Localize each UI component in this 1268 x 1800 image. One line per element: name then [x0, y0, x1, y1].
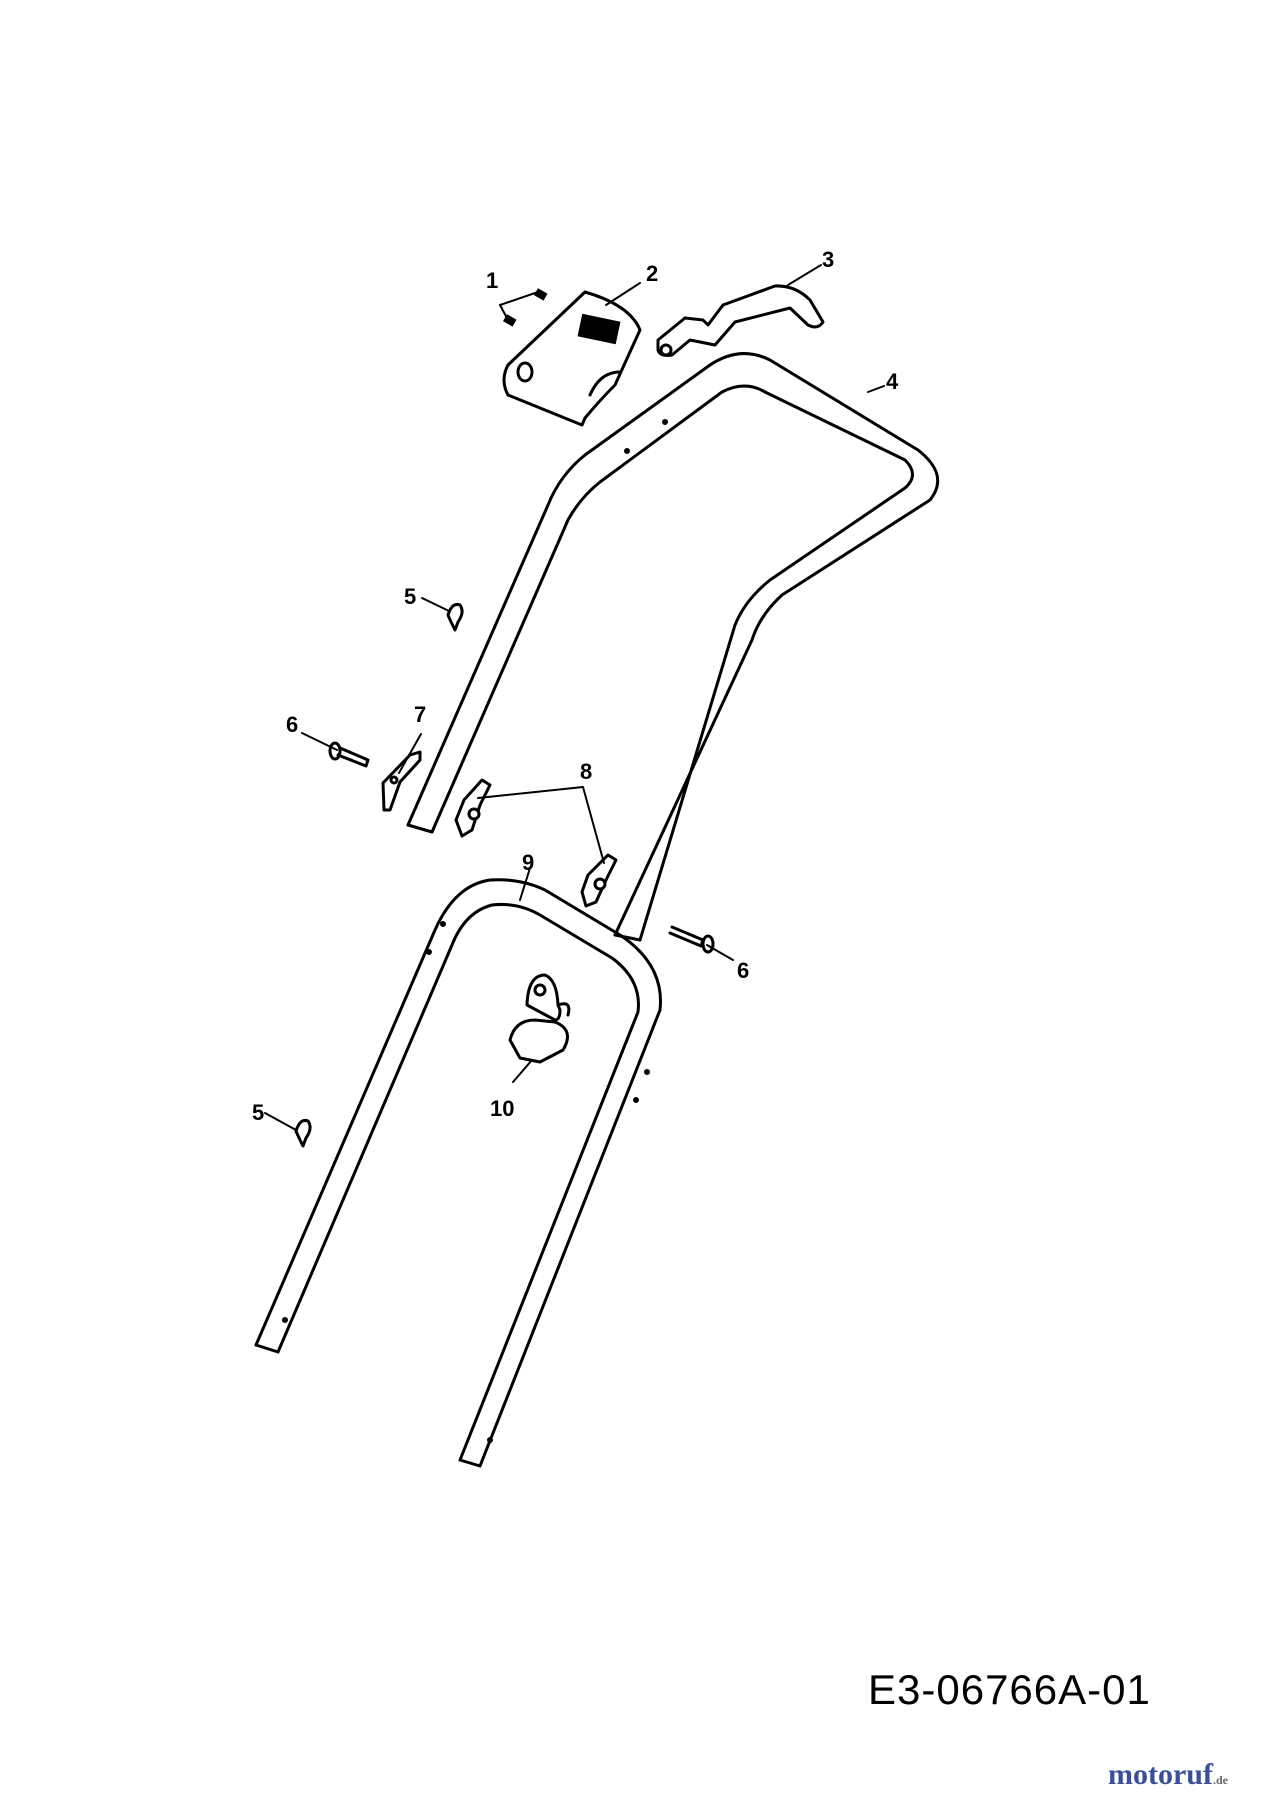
rope-guide [508, 973, 571, 1064]
callout-6-right: 6 [737, 958, 749, 983]
control-housing [502, 290, 642, 427]
lower-handle [254, 878, 662, 1468]
drawing-code: E3-06766A-01 [868, 1666, 1151, 1713]
screws [499, 288, 548, 327]
callout-3: 3 [822, 247, 834, 272]
callout-9: 9 [522, 850, 534, 875]
drive-lever [656, 284, 825, 357]
cable-clip-lower [294, 1119, 312, 1148]
callout-4: 4 [886, 369, 899, 394]
watermark-brand: motoruf [1108, 1758, 1213, 1791]
callout-2: 2 [646, 261, 658, 286]
knob-lower [580, 853, 618, 908]
watermark-tld: .de [1212, 1773, 1228, 1787]
carriage-bolt-left [328, 741, 370, 768]
knob-upper [454, 778, 492, 838]
callout-8: 8 [580, 759, 592, 784]
leader-lines [264, 264, 885, 1131]
callout-7: 7 [414, 702, 426, 727]
carriage-bolt-right [668, 925, 715, 954]
callout-1: 1 [486, 268, 498, 293]
cable-clip-upper [446, 603, 464, 632]
upper-handle [406, 352, 940, 942]
callout-5-lower: 5 [252, 1100, 264, 1125]
callout-6-left: 6 [286, 712, 298, 737]
watermark-logo: motoruf.de [1108, 1758, 1228, 1792]
callout-10: 10 [490, 1096, 514, 1121]
cable-guide [381, 750, 422, 812]
callout-5-upper: 5 [404, 584, 416, 609]
